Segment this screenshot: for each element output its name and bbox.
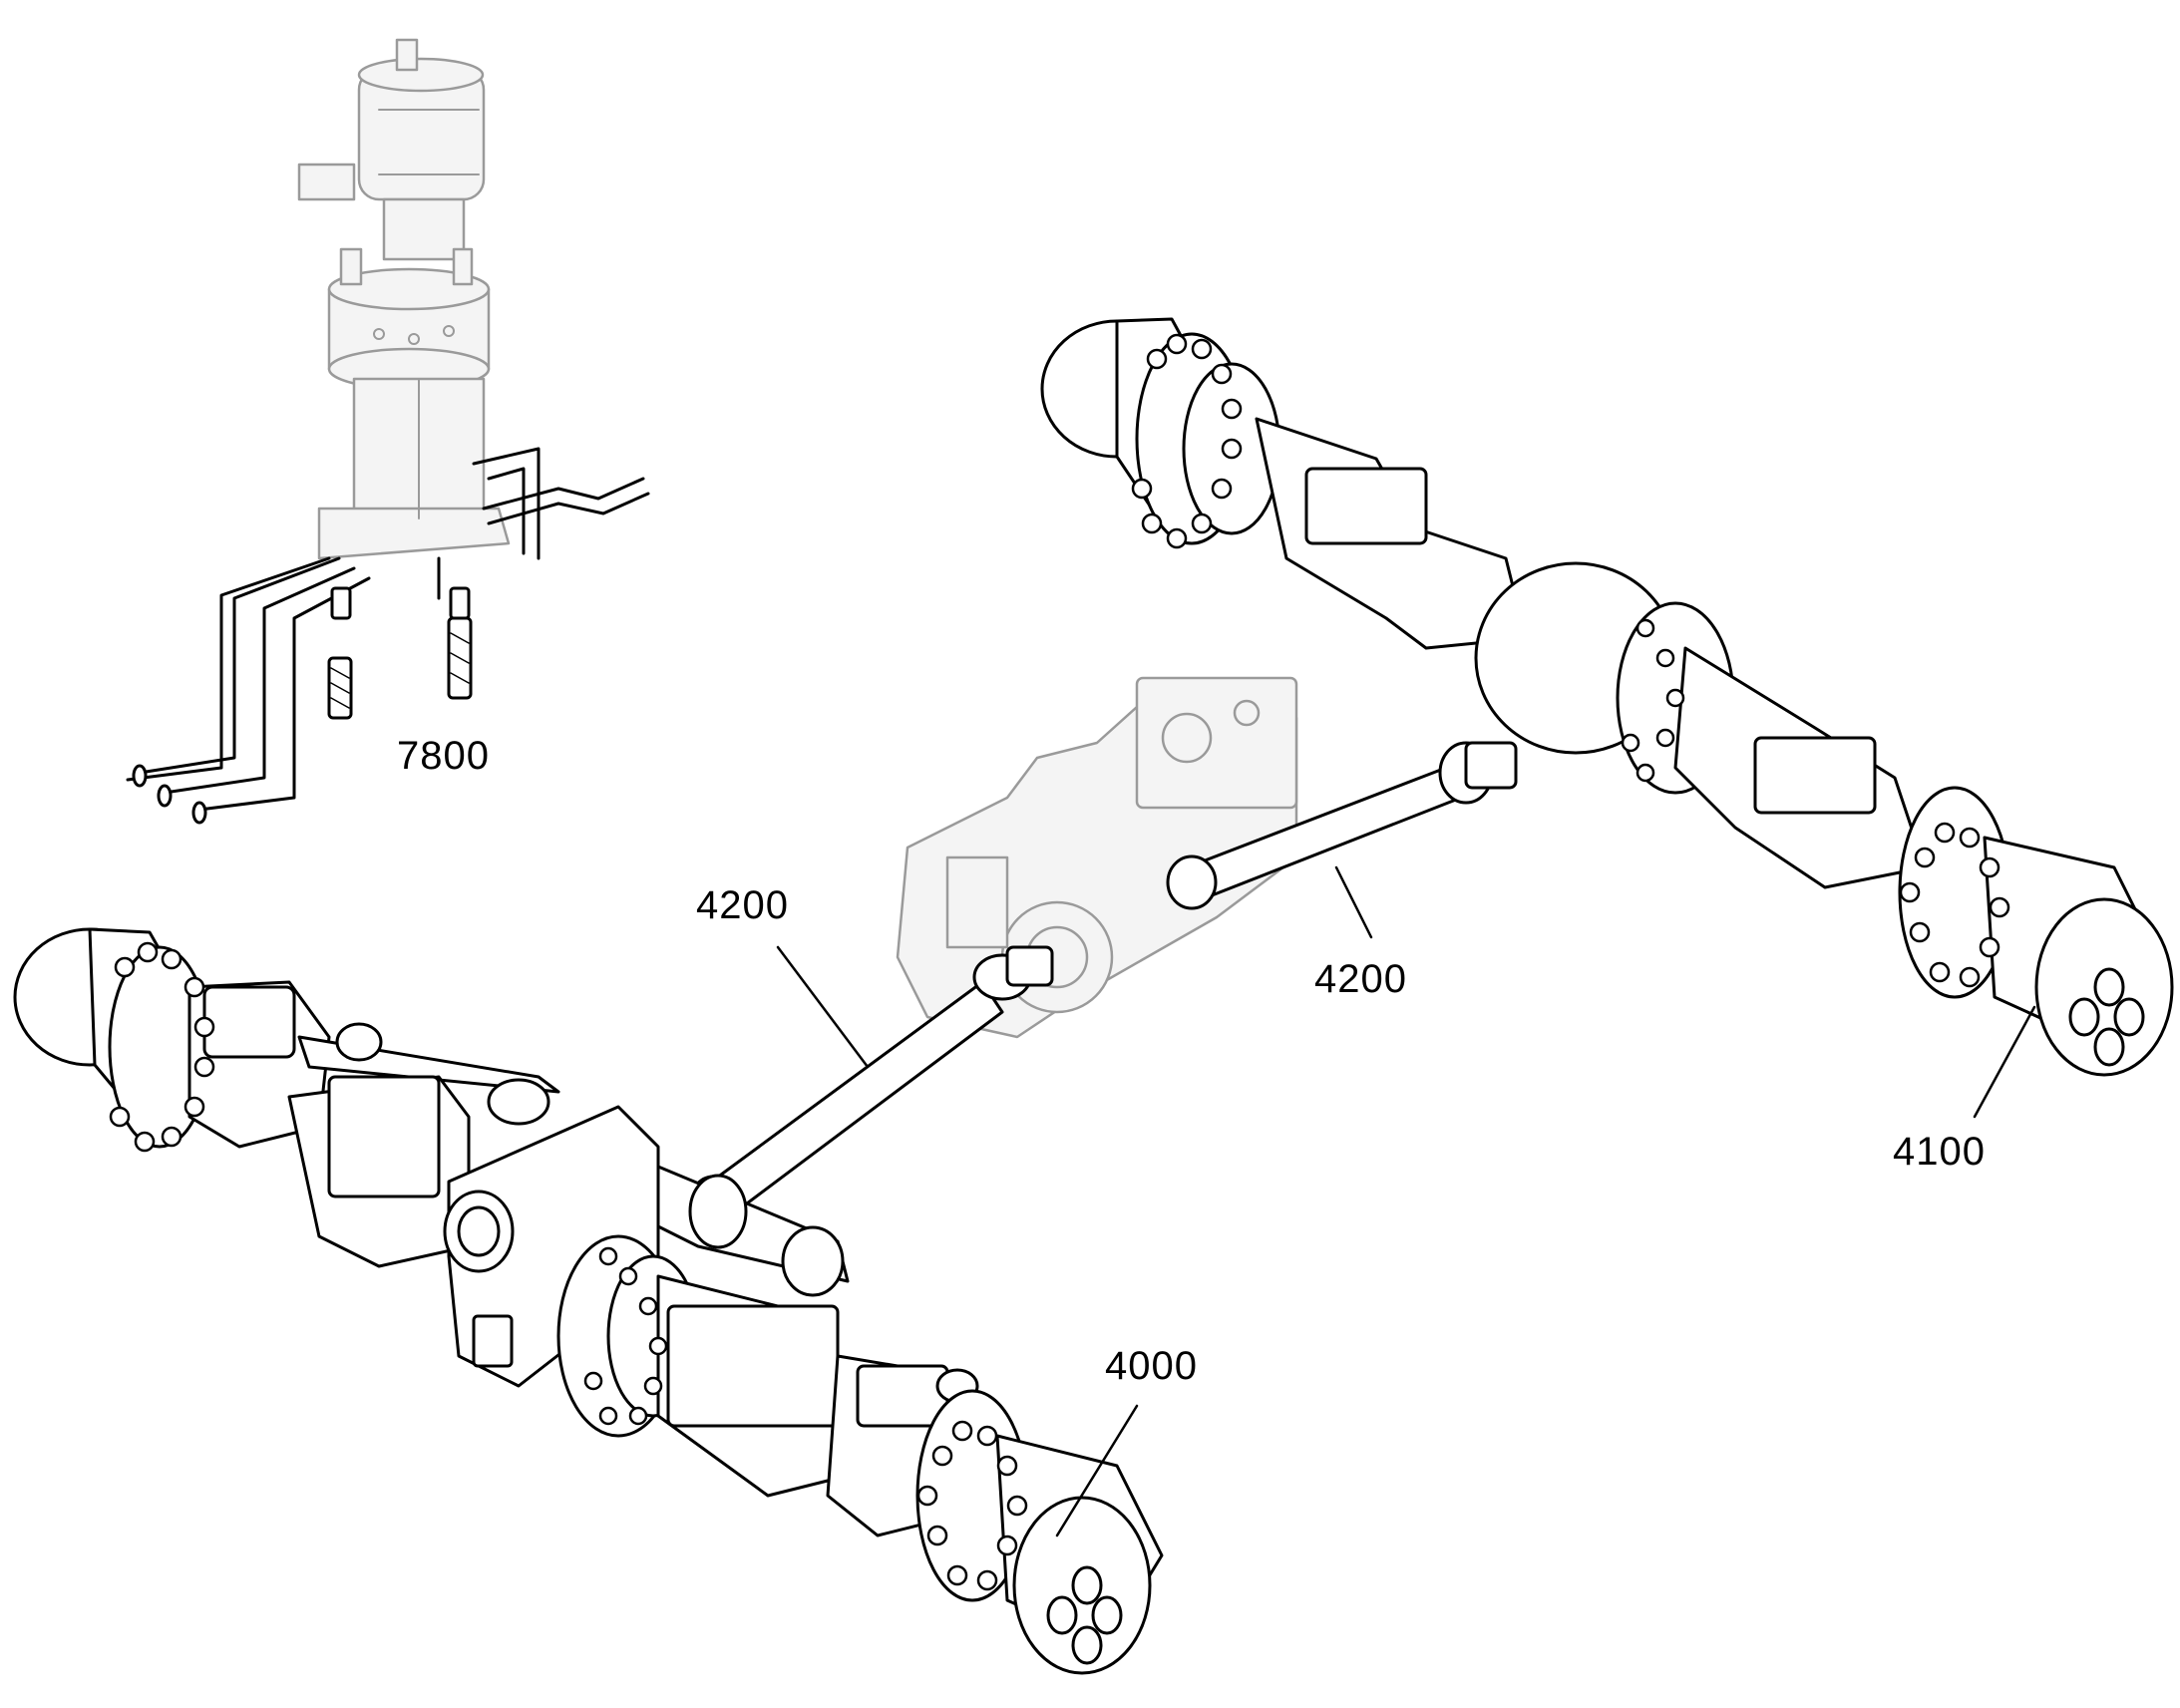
propeller-shaft-rear [1166,741,1518,910]
leader-4200-front [776,945,870,1069]
leader-4000 [1055,1404,1139,1537]
rear-axle-assembly [1040,317,2174,1077]
leader-lines [776,865,2036,1537]
callout-4200-rear: 4200 [1314,957,1407,1001]
callout-4200-front: 4200 [696,883,789,927]
callout-7800: 7800 [397,734,490,778]
front-axle-assembly [13,927,1164,1675]
callout-4100: 4100 [1893,1130,1986,1174]
leader-4200-rear [1334,865,1373,939]
callout-4000: 4000 [1105,1344,1198,1388]
leader-4100 [1973,1005,2036,1119]
steering-valve-unit [126,38,650,825]
transmission-ghost [896,676,1298,1039]
